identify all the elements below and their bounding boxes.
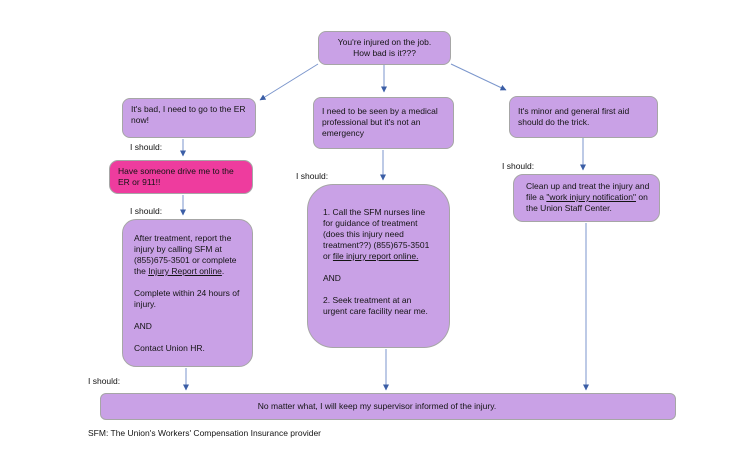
work-injury-notification-link[interactable]: "work injury notification" bbox=[546, 192, 636, 202]
action-report-p2: Complete within 24 hours of injury. bbox=[134, 288, 240, 309]
branch-minor-text: It's minor and general first aid should … bbox=[518, 106, 630, 127]
node-action-report: After treatment, report the injury by ca… bbox=[122, 219, 253, 367]
file-injury-report-online-link[interactable]: file injury report online. bbox=[332, 251, 419, 261]
node-action-drive: Have someone drive me to the ER or 911!! bbox=[109, 160, 253, 194]
i-should-label-nurse: I should: bbox=[296, 171, 329, 181]
i-should-label-report: I should: bbox=[130, 206, 163, 216]
node-branch-er: It's bad, I need to go to the ER now! bbox=[122, 98, 256, 138]
node-branch-minor: It's minor and general first aid should … bbox=[509, 96, 658, 138]
action-nurse-p1: 1. Call the SFM nurses line for guidance… bbox=[323, 207, 430, 261]
action-report-p1: After treatment, report the injury by ca… bbox=[134, 233, 237, 276]
injury-report-online-link[interactable]: Injury Report online bbox=[148, 266, 222, 276]
arrow-root-to-minor bbox=[450, 63, 507, 91]
branch-er-text: It's bad, I need to go to the ER now! bbox=[131, 104, 246, 125]
node-action-firstaid: Clean up and treat the injury and file a… bbox=[513, 174, 660, 222]
action-nurse-p3: 2. Seek treatment at an urgent care faci… bbox=[323, 295, 428, 316]
i-should-label-supervisor: I should: bbox=[88, 376, 121, 386]
arrow-root-to-er bbox=[259, 63, 319, 101]
i-should-label-er: I should: bbox=[130, 142, 163, 152]
node-supervisor-bar: No matter what, I will keep my superviso… bbox=[100, 393, 676, 420]
action-report-p3: AND bbox=[134, 321, 152, 331]
action-report-p4: Contact Union HR. bbox=[134, 343, 205, 353]
i-should-label-firstaid: I should: bbox=[502, 161, 535, 171]
node-branch-medical: I need to be seen by a medical professio… bbox=[313, 97, 454, 149]
sfm-footnote: SFM: The Union's Workers' Compensation I… bbox=[88, 428, 322, 438]
node-root: You're injured on the job. How bad is it… bbox=[318, 31, 451, 65]
node-action-nurse: 1. Call the SFM nurses line for guidance… bbox=[307, 184, 450, 348]
action-drive-text: Have someone drive me to the ER or 911!! bbox=[118, 166, 234, 187]
action-nurse-p2: AND bbox=[323, 273, 341, 283]
branch-medical-text: I need to be seen by a medical professio… bbox=[322, 106, 438, 138]
supervisor-bar-text: No matter what, I will keep my superviso… bbox=[257, 401, 497, 411]
action-firstaid-p1: Clean up and treat the injury and file a… bbox=[526, 181, 650, 213]
